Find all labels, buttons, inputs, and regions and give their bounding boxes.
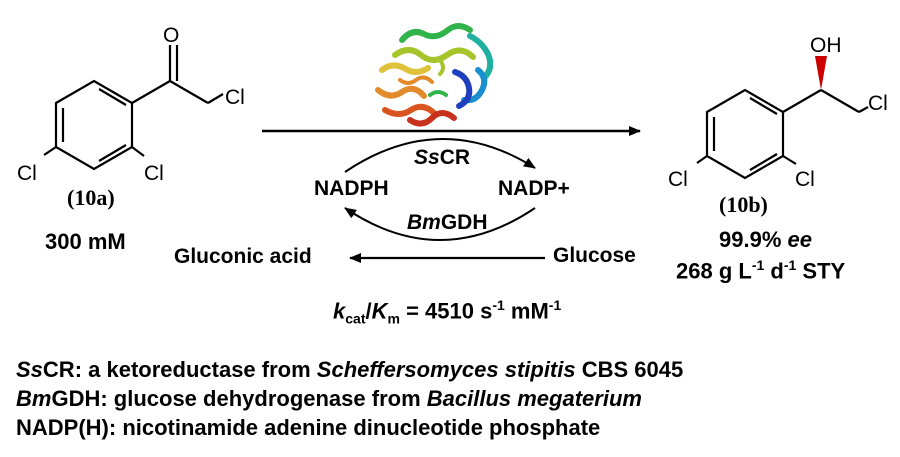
cofactor-nadph: NADPH <box>314 177 389 200</box>
gluconic-acid-label: Gluconic acid <box>174 245 312 268</box>
enzyme-bmgdh-label: BmGDH <box>407 211 488 234</box>
product-sty: 268 g L-1 d-1 STY <box>676 257 846 284</box>
oxygen-atom: O <box>163 24 179 47</box>
enzyme-sscr-label: SsCR <box>414 146 471 169</box>
definition-sscr: SsCR: a ketoreductase from Scheffersomyc… <box>16 357 684 382</box>
chlorine-para: Cl <box>668 168 688 191</box>
substrate-structure <box>43 45 224 171</box>
definition-nadph: NADP(H): nicotinamide adenine dinucleoti… <box>16 415 601 440</box>
hydroxyl-group: OH <box>810 34 842 57</box>
chlorine-ortho: Cl <box>795 168 815 191</box>
definition-bmgdh: BmGDH: glucose dehydrogenase from Bacill… <box>16 386 642 411</box>
cycle-arc-top <box>344 138 536 173</box>
glucose-label: Glucose <box>553 244 636 267</box>
protein-structure-icon <box>375 23 494 127</box>
chlorine-para: Cl <box>17 162 37 185</box>
chlorine-side-chain: Cl <box>868 92 888 115</box>
product-ee: 99.9% ee <box>719 227 812 252</box>
chlorine-ortho: Cl <box>144 162 164 185</box>
chlorine-side-chain: Cl <box>225 86 245 109</box>
product-id: (10b) <box>719 192 768 217</box>
substrate-id: (10a) <box>67 185 115 210</box>
cycle-arc-bottom <box>344 207 536 241</box>
stereo-wedge-icon <box>815 56 827 90</box>
cofactor-nadp-plus: NADP+ <box>498 177 570 200</box>
substrate-concentration: 300 mM <box>45 229 126 254</box>
product-structure <box>696 88 869 180</box>
kinetics-label: kcat/Km = 4510 s-1 mM-1 <box>333 297 562 327</box>
